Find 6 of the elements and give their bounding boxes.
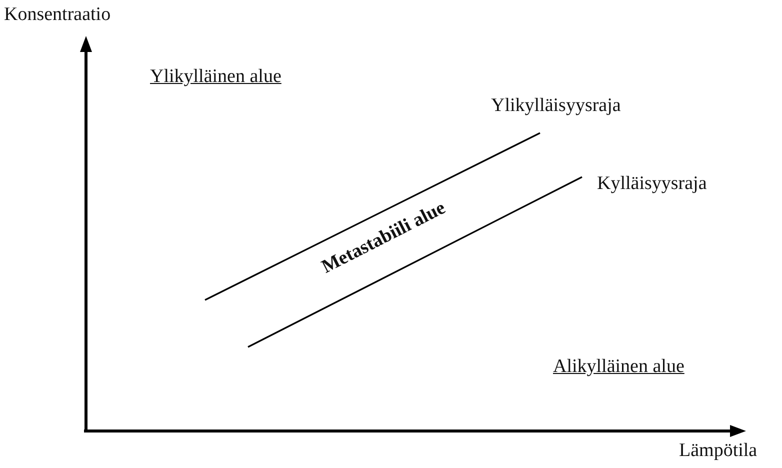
line-label: Kylläisyysraja bbox=[597, 173, 707, 195]
axis-label: Lämpötila bbox=[679, 440, 758, 462]
line-label: Ylikylläisyysraja bbox=[491, 95, 621, 117]
region-label: Alikylläinen alue bbox=[553, 356, 684, 378]
axis-label: Konsentraatio bbox=[4, 4, 111, 26]
region-label: Ylikylläinen alue bbox=[150, 66, 282, 88]
